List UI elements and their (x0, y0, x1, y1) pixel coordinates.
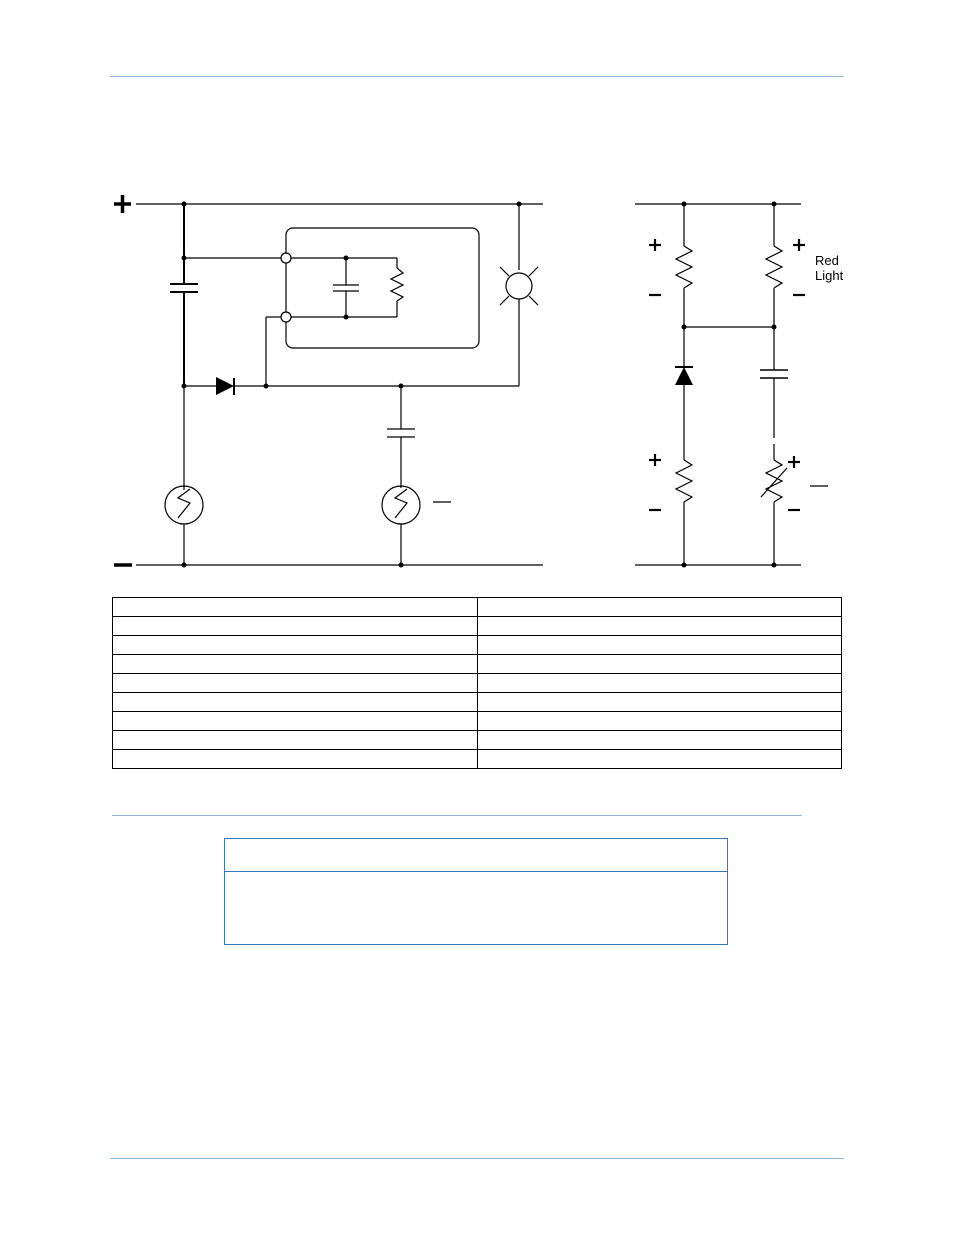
table-cell (476, 730, 842, 750)
table-row (112, 711, 842, 731)
table-cell (476, 654, 842, 674)
table-cell (476, 635, 842, 655)
table-row (112, 597, 842, 617)
table-cell (476, 692, 842, 712)
red-light-label-line2: Light (815, 268, 844, 283)
table-row (112, 692, 842, 712)
table-row (112, 616, 842, 636)
table-cell (476, 673, 842, 693)
table-cell (476, 597, 842, 617)
table-row (112, 654, 842, 674)
table-cell (112, 711, 478, 731)
table-cell (112, 597, 478, 617)
table-cell (112, 730, 478, 750)
table-row (112, 635, 842, 655)
table-cell (112, 654, 478, 674)
table-cell (112, 673, 478, 693)
note-box (224, 838, 728, 945)
table-cell (112, 692, 478, 712)
table-cell (476, 749, 842, 769)
footer-rule (110, 1158, 844, 1159)
table-row (112, 749, 842, 769)
table-cell (112, 635, 478, 655)
header-rule (110, 76, 844, 77)
data-table (112, 597, 842, 769)
table-cell (112, 616, 478, 636)
table-cell (112, 749, 478, 769)
table-row (112, 730, 842, 750)
circuit-diagrams (114, 195, 828, 568)
section-rule (112, 815, 802, 816)
note-box-header (225, 839, 727, 872)
red-light-label-line1: Red (815, 253, 839, 268)
table-cell (476, 711, 842, 731)
table-row (112, 673, 842, 693)
table-cell (476, 616, 842, 636)
